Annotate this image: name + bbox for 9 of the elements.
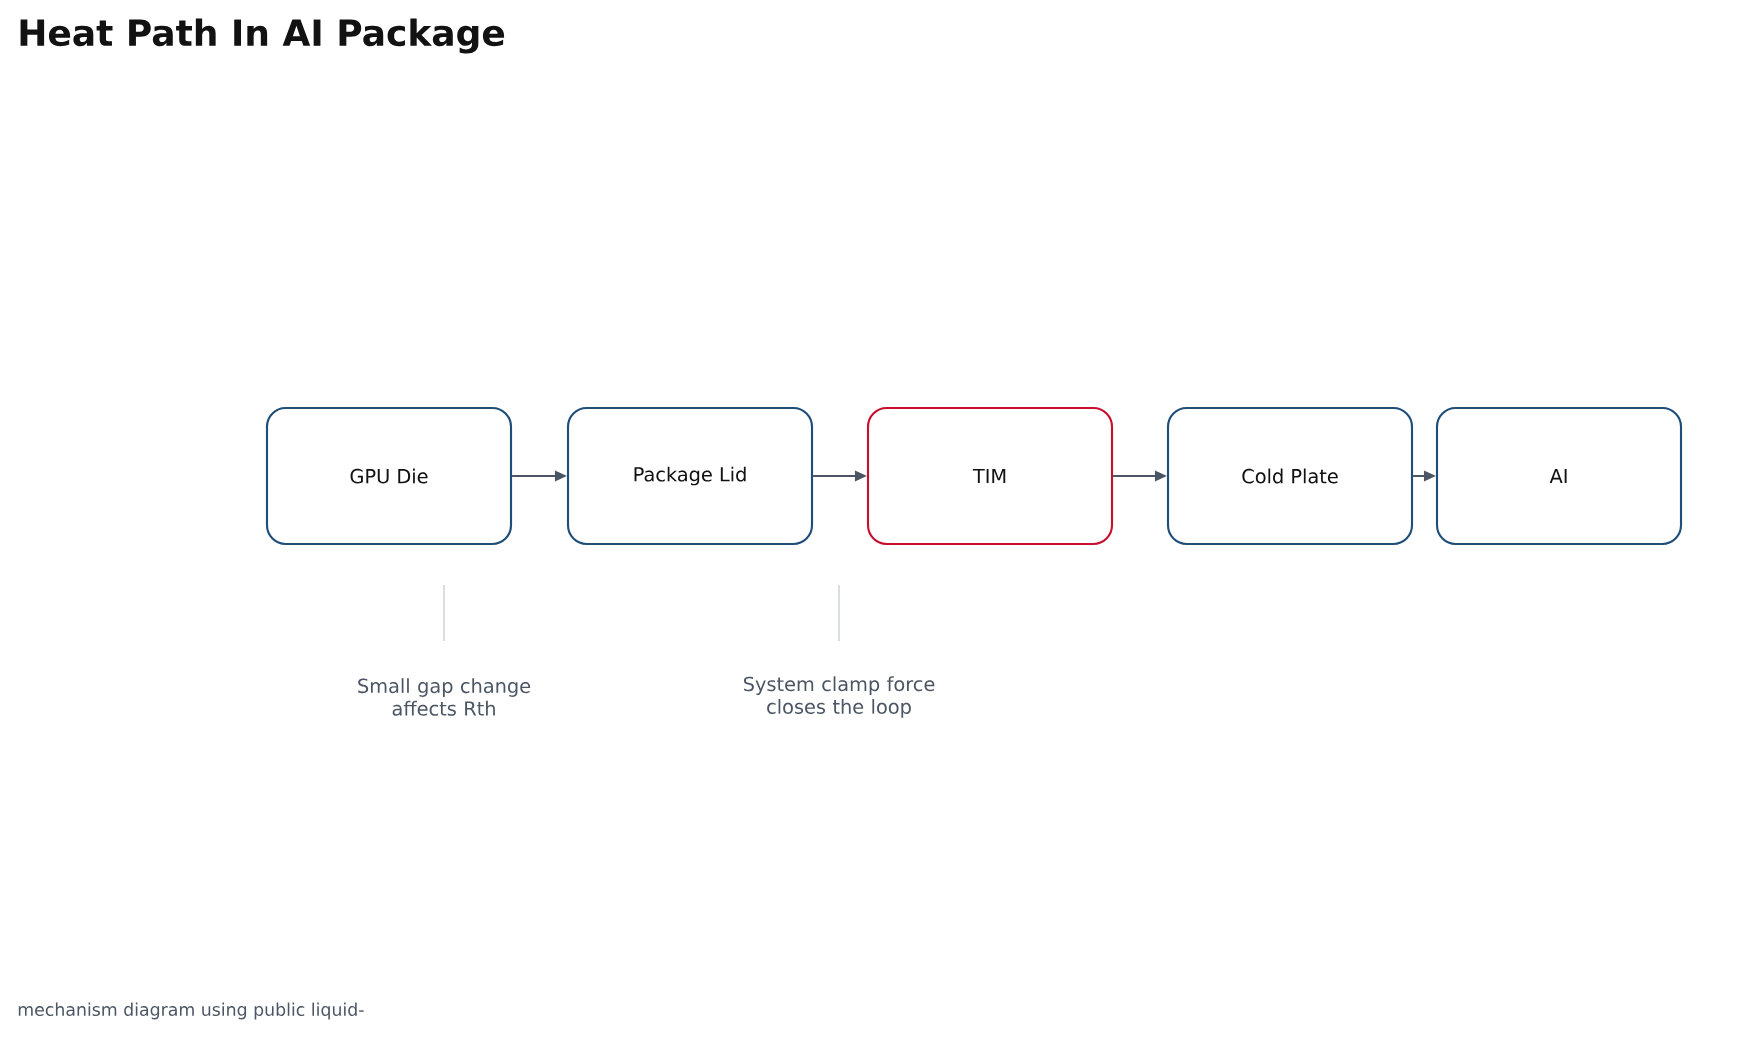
- process-box: Package Lid: [566, 406, 814, 546]
- process-box: Cold Plate: [1166, 406, 1414, 546]
- process-box: GPU Die: [265, 406, 513, 546]
- note-text: Small gap change affects Rth: [358, 678, 531, 716]
- caption: mechanism diagram using public liquid-: [18, 1002, 364, 1020]
- note-text: System clamp force closes the loop: [744, 676, 935, 718]
- process-box: AI: [1435, 406, 1683, 546]
- title: Heat Path In AI Package: [20, 18, 505, 54]
- process-box: TIM: [866, 406, 1114, 546]
